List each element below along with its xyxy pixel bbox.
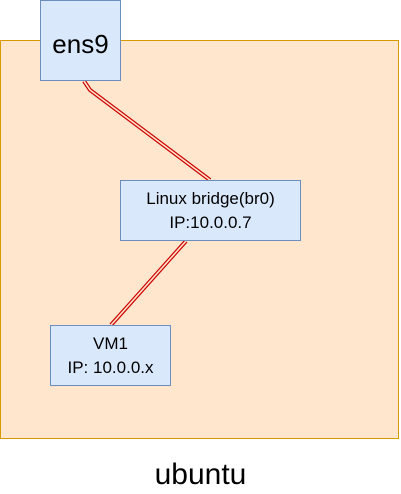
vm1-node: VM1 IP: 10.0.0.x (50, 325, 171, 386)
link-ens9-to-bridge (82, 79, 212, 182)
link-bridge-to-vm1 (109, 239, 188, 327)
interface-ens9-node: ens9 (40, 0, 121, 81)
bridge-ip-label: IP:10.0.0.7 (169, 212, 252, 232)
vm1-ip-label: IP: 10.0.0.x (67, 357, 154, 377)
ens9-label: ens9 (52, 29, 109, 59)
bridge-name-label: Linux bridge(br0) (146, 188, 275, 208)
host-label: ubuntu (154, 458, 247, 491)
linux-bridge-node: Linux bridge(br0) IP:10.0.0.7 (120, 180, 301, 241)
vm1-name-label: VM1 (93, 333, 128, 353)
